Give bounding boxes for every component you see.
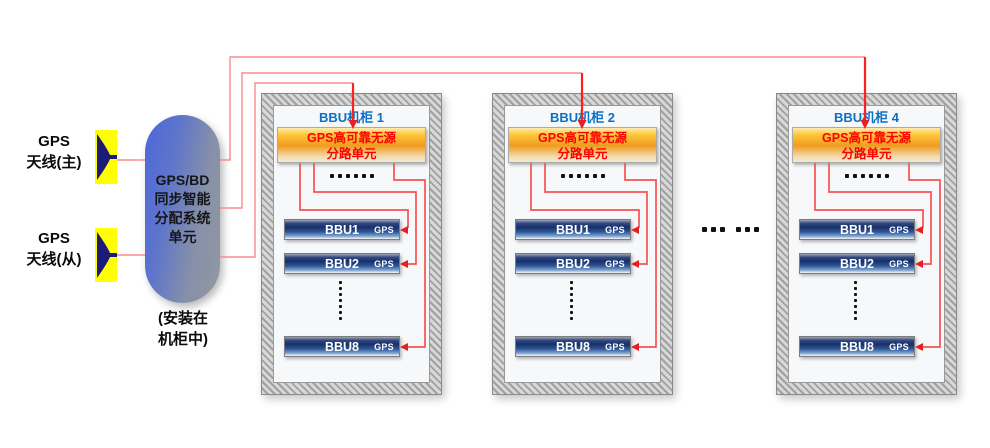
bbu-label: BBU1 <box>555 222 591 237</box>
gps-slave-antenna-label: GPS 天线(从) <box>10 228 98 270</box>
distributor-install-note: (安装在 机柜中) <box>130 308 236 350</box>
splitter-ports-ellipsis <box>274 174 429 178</box>
splitter-line1: GPS高可靠无源 <box>538 131 627 145</box>
distributor-line2: 同步智能 <box>154 191 211 207</box>
splitter-line2: 分路单元 <box>326 147 377 161</box>
cabinet-1-interior: BBU机柜 1 GPS高可靠无源 分路单元 BBU1 GPS BBU2 GPS … <box>273 105 430 383</box>
splitter-line2: 分路单元 <box>841 147 892 161</box>
cabinet-1-bbu8: BBU8 GPS <box>284 336 400 357</box>
gps-main-antenna-label-line1: GPS <box>38 133 70 150</box>
cabinet-4-bbu8: BBU8 GPS <box>799 336 915 357</box>
gps-main-antenna-label-line2: 天线(主) <box>26 154 82 171</box>
cabinet-1-title: BBU机柜 1 <box>318 110 384 125</box>
cabinet-2-bbu1: BBU1 GPS <box>515 219 631 240</box>
bbu-gps-port: GPS <box>889 341 909 352</box>
bbu-gps-port: GPS <box>374 224 394 235</box>
bbu-cabinet-4: BBU机柜 4 GPS高可靠无源 分路单元 BBU1 GPS BBU2 GPS … <box>776 93 957 395</box>
bbu-gps-port: GPS <box>374 258 394 269</box>
install-note-line2: 机柜中) <box>158 331 208 348</box>
bbu-label: BBU8 <box>324 339 360 354</box>
bbu-label: BBU1 <box>839 222 875 237</box>
cabinet-1-bbu1: BBU1 GPS <box>284 219 400 240</box>
cabinet-2-interior: BBU机柜 2 GPS高可靠无源 分路单元 BBU1 GPS BBU2 GPS … <box>504 105 661 383</box>
distributor-line3: 分配系统 <box>154 210 211 226</box>
antenna-horn-icon <box>97 134 117 180</box>
bbu-list-ellipsis <box>854 281 857 320</box>
splitter-line1: GPS高可靠无源 <box>822 131 911 145</box>
bbu-list-ellipsis <box>570 281 573 320</box>
gps-main-antenna-label: GPS 天线(主) <box>10 131 98 173</box>
bbu-label: BBU2 <box>839 256 875 271</box>
bbu-label: BBU1 <box>324 222 360 237</box>
cabinet-2-bbu2: BBU2 GPS <box>515 253 631 274</box>
splitter-line1: GPS高可靠无源 <box>307 131 396 145</box>
gps-slave-antenna-icon <box>95 228 117 282</box>
cabinet-2-title: BBU机柜 2 <box>549 110 615 125</box>
bbu-label: BBU2 <box>324 256 360 271</box>
splitter-line2: 分路单元 <box>557 147 608 161</box>
bbu-gps-port: GPS <box>889 224 909 235</box>
gps-slave-antenna-label-line1: GPS <box>38 230 70 247</box>
bbu-list-ellipsis <box>339 281 342 320</box>
cabinet-4-interior: BBU机柜 4 GPS高可靠无源 分路单元 BBU1 GPS BBU2 GPS … <box>788 105 945 383</box>
bbu-label: BBU8 <box>839 339 875 354</box>
bbu-label: BBU8 <box>555 339 591 354</box>
distributor-line1: GPS/BD <box>155 172 210 188</box>
more-cabinets-ellipsis <box>702 227 759 232</box>
install-note-line1: (安装在 <box>158 310 208 327</box>
cabinet-4-bbu1: BBU1 GPS <box>799 219 915 240</box>
gps-main-antenna-icon <box>95 130 117 184</box>
cabinet-4-gps-splitter-unit: GPS高可靠无源 分路单元 <box>792 127 941 163</box>
bbu-gps-port: GPS <box>605 258 625 269</box>
bbu-cabinet-1: BBU机柜 1 GPS高可靠无源 分路单元 BBU1 GPS BBU2 GPS … <box>261 93 442 395</box>
cabinet-4-bbu2: BBU2 GPS <box>799 253 915 274</box>
cabinet-2-gps-splitter-unit: GPS高可靠无源 分路单元 <box>508 127 657 163</box>
gps-slave-antenna-label-line2: 天线(从) <box>26 251 82 268</box>
splitter-ports-ellipsis <box>789 174 944 178</box>
cabinet-4-title: BBU机柜 4 <box>833 110 899 125</box>
bbu-gps-port: GPS <box>374 341 394 352</box>
antenna-horn-icon <box>97 232 117 278</box>
bbu-gps-port: GPS <box>605 341 625 352</box>
bbu-cabinet-2: BBU机柜 2 GPS高可靠无源 分路单元 BBU1 GPS BBU2 GPS … <box>492 93 673 395</box>
cabinet-1-gps-splitter-unit: GPS高可靠无源 分路单元 <box>277 127 426 163</box>
distributor-line4: 单元 <box>168 229 197 245</box>
bbu-label: BBU2 <box>555 256 591 271</box>
bbu-gps-port: GPS <box>605 224 625 235</box>
bbu-gps-port: GPS <box>889 258 909 269</box>
cabinet-2-bbu8: BBU8 GPS <box>515 336 631 357</box>
splitter-ports-ellipsis <box>505 174 660 178</box>
antenna-feed-lines <box>117 159 145 256</box>
gps-bd-distributor-unit: GPS/BD 同步智能 分配系统 单元 <box>145 115 220 303</box>
cabinet-1-bbu2: BBU2 GPS <box>284 253 400 274</box>
